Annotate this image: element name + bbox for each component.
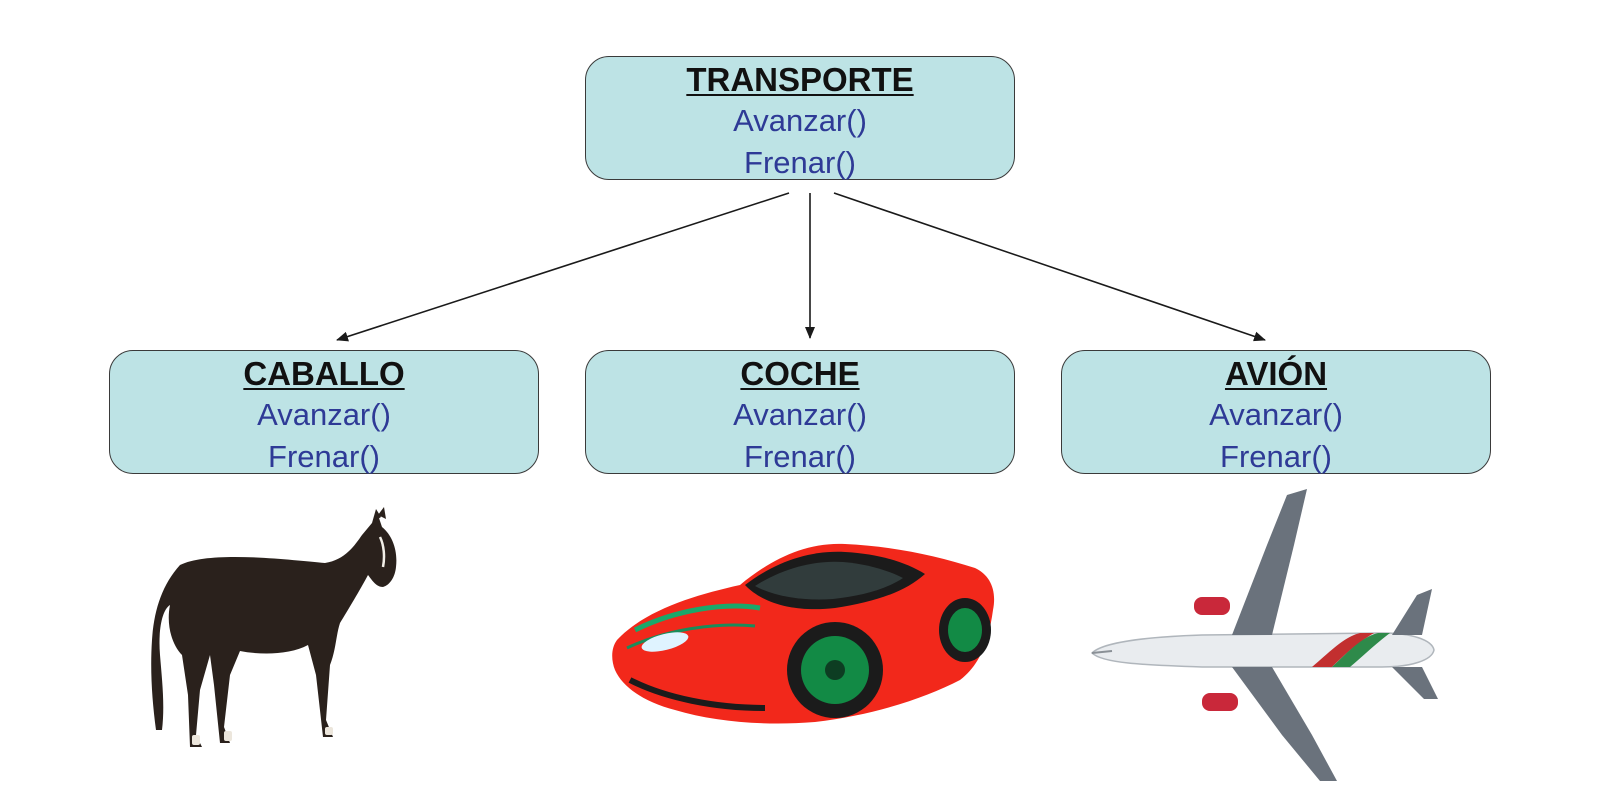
- class-name-transporte: TRANSPORTE: [686, 61, 914, 98]
- method-avanzar: Avanzar(): [257, 397, 391, 432]
- class-box-coche: COCHE Avanzar() Frenar(): [585, 350, 1015, 474]
- airplane-icon: [1090, 489, 1438, 781]
- red-sports-car-icon: [612, 543, 995, 724]
- method-avanzar: Avanzar(): [733, 103, 867, 138]
- arrow-to-caballo: [336, 192, 790, 342]
- class-name-avion: AVIÓN: [1224, 355, 1328, 392]
- class-box-caballo: CABALLO Avanzar() Frenar(): [109, 350, 539, 474]
- horse-icon: [151, 507, 397, 747]
- method-frenar: Frenar(): [1220, 439, 1332, 474]
- method-avanzar: Avanzar(): [1209, 397, 1343, 432]
- class-name-coche: COCHE: [740, 355, 860, 392]
- class-box-avion: AVIÓN Avanzar() Frenar(): [1061, 350, 1491, 474]
- class-name-caballo: CABALLO: [243, 355, 405, 392]
- arrow-to-avion: [833, 192, 1266, 342]
- class-box-transporte: TRANSPORTE Avanzar() Frenar(): [585, 56, 1015, 180]
- method-frenar: Frenar(): [744, 145, 856, 180]
- method-frenar: Frenar(): [744, 439, 856, 474]
- method-frenar: Frenar(): [268, 439, 380, 474]
- method-avanzar: Avanzar(): [733, 397, 867, 432]
